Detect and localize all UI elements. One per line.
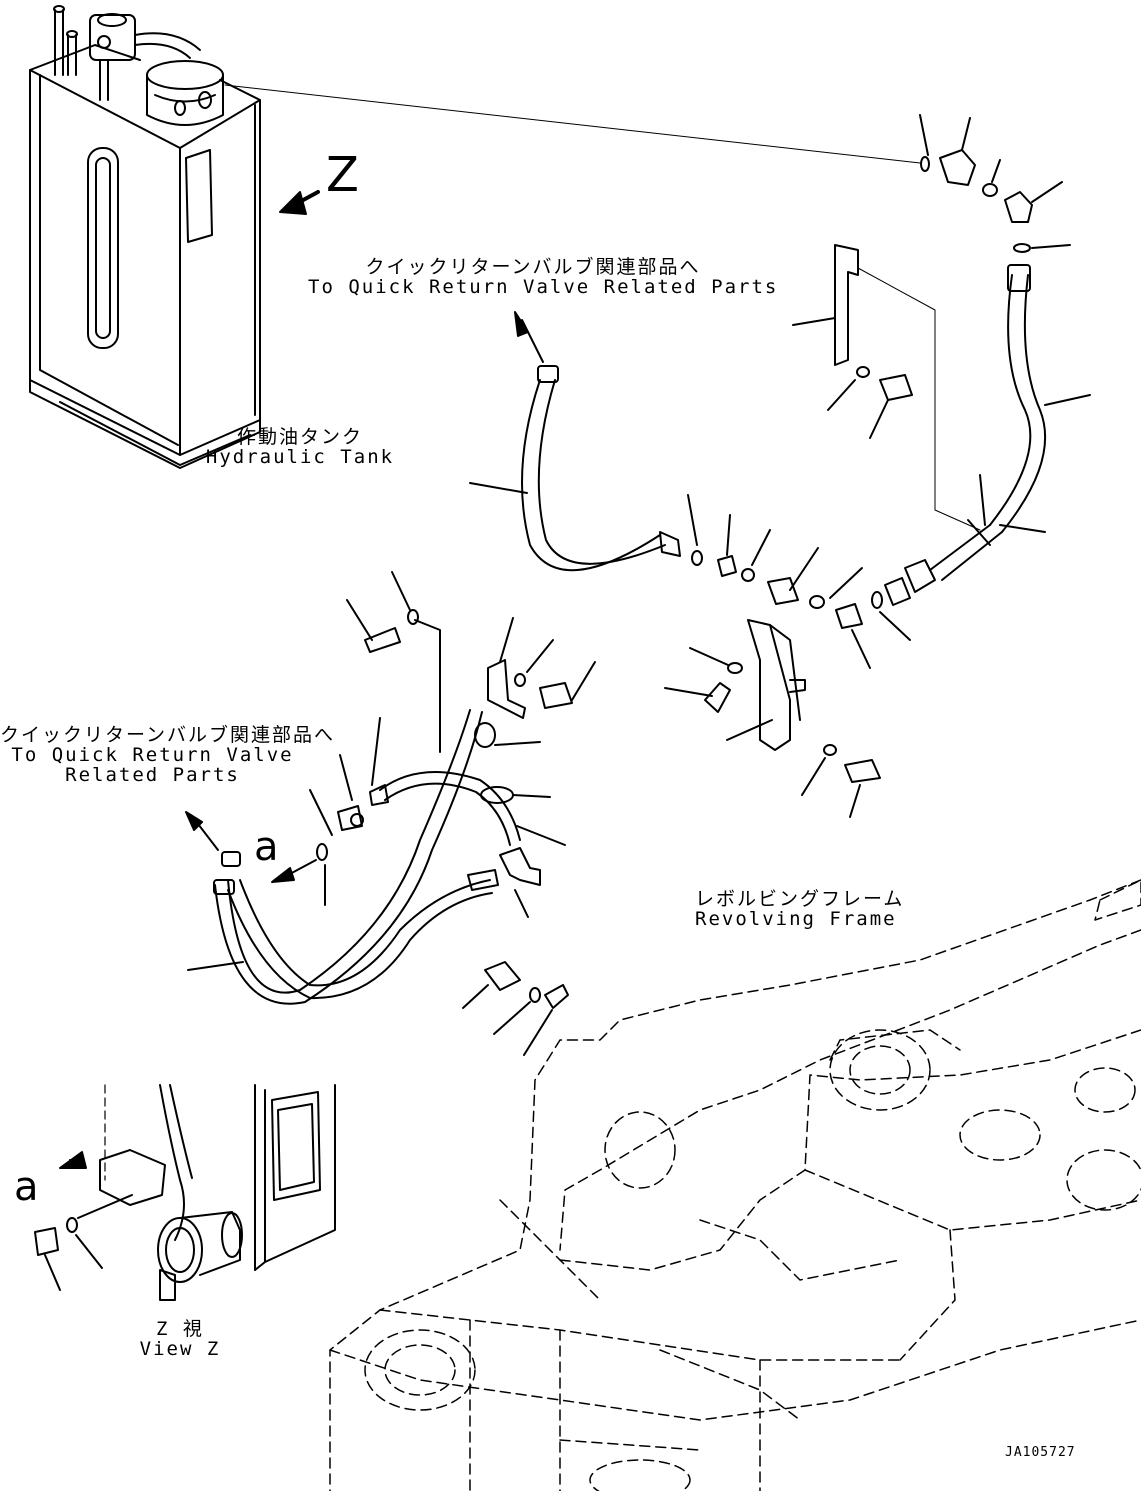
label-quick-return-left-en-2: Related Parts xyxy=(65,763,240,786)
label-revolving-frame-en: Revolving Frame xyxy=(695,907,897,930)
label-view-z-jp: Z 視 xyxy=(156,1318,204,1340)
label-revolving-frame-jp: レボルビングフレーム xyxy=(695,888,905,910)
label-quick-return-upper-en: To Quick Return Valve Related Parts xyxy=(308,275,779,298)
label-view-z-en: View Z xyxy=(139,1337,221,1360)
frame-bolts xyxy=(463,962,568,1055)
label-hydraulic-tank-jp: 作動油タンク xyxy=(236,426,363,448)
label-quick-return-left-jp: クイックリターンバルブ関連部品へ xyxy=(0,724,336,746)
label-hydraulic-tank: 作動油タンク Hydraulic Tank xyxy=(205,426,395,468)
left-hoses xyxy=(186,710,565,1004)
view-z-detail xyxy=(35,1085,335,1300)
drawing-code: JA105727 xyxy=(1005,1445,1076,1460)
right-hose xyxy=(872,265,1090,640)
label-hydraulic-tank-en: Hydraulic Tank xyxy=(205,445,395,468)
label-quick-return-upper: クイックリターンバルブ関連部品へ To Quick Return Valve R… xyxy=(308,256,779,298)
label-quick-return-upper-jp: クイックリターンバルブ関連部品へ xyxy=(365,256,701,278)
revolving-frame xyxy=(330,880,1141,1491)
view-z-arrow xyxy=(280,192,318,214)
upper-bracket xyxy=(793,245,980,530)
clamp-bracket xyxy=(665,620,880,817)
middle-hose xyxy=(470,312,870,668)
label-revolving-frame: レボルビングフレーム Revolving Frame xyxy=(695,888,905,930)
upper-fittings xyxy=(920,115,1070,252)
view-z-detail-a-letter: a xyxy=(14,1164,39,1210)
label-quick-return-left: クイックリターンバルブ関連部品へ To Quick Return Valve R… xyxy=(0,724,336,786)
left-bracket-bolts xyxy=(347,572,595,752)
hydraulic-tank xyxy=(30,6,260,468)
label-view-z: Z 視 View Z xyxy=(130,1318,230,1360)
view-z-letter: Z xyxy=(326,147,359,203)
detail-a-letter: a xyxy=(254,824,279,870)
label-quick-return-left-en-1: To Quick Return Valve xyxy=(11,743,294,766)
